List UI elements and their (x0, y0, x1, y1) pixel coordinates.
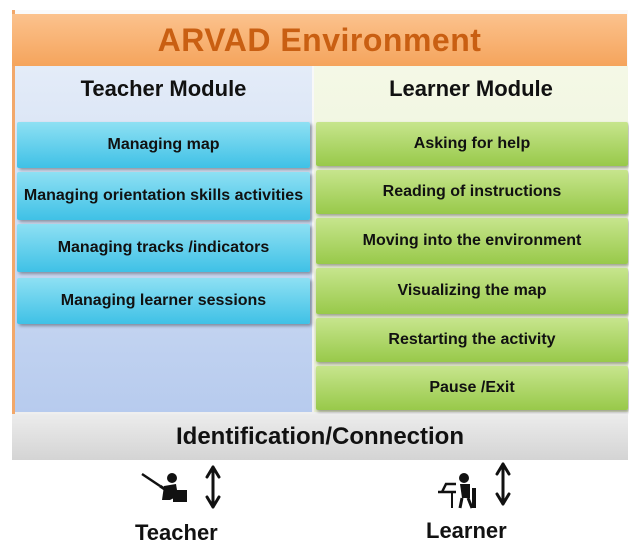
teacher-actor-label: Teacher (135, 520, 218, 545)
teacher-item-learner-sessions: Managing learner sessions (17, 278, 310, 324)
identification-connection-layer: Identification/Connection (12, 414, 628, 460)
teacher-pointer-icon (141, 472, 187, 502)
teacher-module-heading: Teacher Module (80, 76, 247, 101)
learner-item-pause-exit: Pause /Exit (316, 366, 628, 410)
diagram-title: ARVAD Environment (12, 14, 627, 66)
teacher-item-orientation-activities: Managing orientation skills activities (17, 172, 310, 220)
learner-item-visualizing-map: Visualizing the map (316, 268, 628, 314)
learner-computer-icon (438, 473, 476, 509)
teacher-updown-arrow-icon (205, 465, 221, 509)
learner-updown-arrow-icon (495, 462, 511, 506)
teacher-item-managing-map: Managing map (17, 122, 310, 168)
learner-item-moving-environment: Moving into the environment (316, 218, 628, 264)
learner-item-restarting-activity: Restarting the activity (316, 318, 628, 362)
learner-item-reading-instructions: Reading of instructions (316, 170, 628, 214)
learner-module-heading: Learner Module (389, 76, 553, 101)
teacher-item-tracks-indicators: Managing tracks /indicators (17, 224, 310, 272)
learner-actor-label: Learner (426, 518, 507, 543)
learner-item-asking-help: Asking for help (316, 122, 628, 166)
